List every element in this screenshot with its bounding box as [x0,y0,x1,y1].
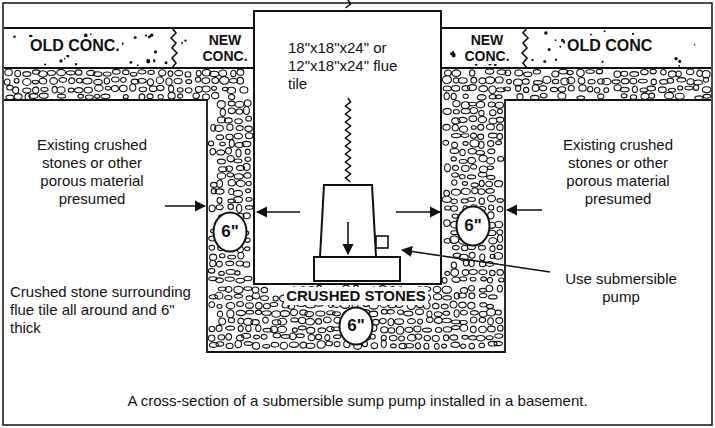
leader-arrow [402,250,550,272]
dimension-oval: 6" [338,306,374,346]
tile-label: 18"x18"x24" or 12"x18"x24" flue tile [285,37,407,95]
caption: A cross-section of a submersible sump pu… [125,392,589,410]
dimension-arrow [257,211,300,213]
frame [3,3,712,425]
crushed-stones [4,69,711,349]
pit-outline [4,100,711,352]
oval-shape [457,207,490,246]
dimension-oval: 6" [455,205,491,247]
pump-note: Use submersible pump [553,270,689,306]
dimension-arrow [396,211,440,213]
pump-base [314,257,400,281]
soil-note: Existing crushed stones or other porous … [546,136,690,208]
dimension-value: 6" [221,222,239,242]
soil-note: Existing crushed stones or other porous … [22,136,162,208]
dimension-oval: 6" [212,211,248,253]
oval-shape [214,213,247,252]
oval-shape [340,308,373,345]
slab-label: NEW CONC. [459,32,515,64]
gravel-note: Crushed stone surrounding flue tile all … [8,283,194,337]
slab-label: OLD CONC [565,37,654,55]
pump-outlet [376,236,388,248]
flue-tile: 18"x18"x24" or 12"x18"x24" flue tile [253,10,442,285]
dimension-value: 6" [347,316,365,336]
slab-joint [171,28,177,68]
flow-arrow [347,222,349,254]
dimension-value: 6" [464,216,482,236]
leader-arrow [165,205,205,207]
slab-joint [522,28,528,68]
slab-label: OLD CONC. [28,37,122,55]
leader-arrow [507,209,542,211]
gravel-label: CRUSHED STONES [284,287,428,305]
slab-label: NEW CONC. [197,32,253,64]
stone-layer [4,30,711,349]
pump-body [320,185,376,257]
